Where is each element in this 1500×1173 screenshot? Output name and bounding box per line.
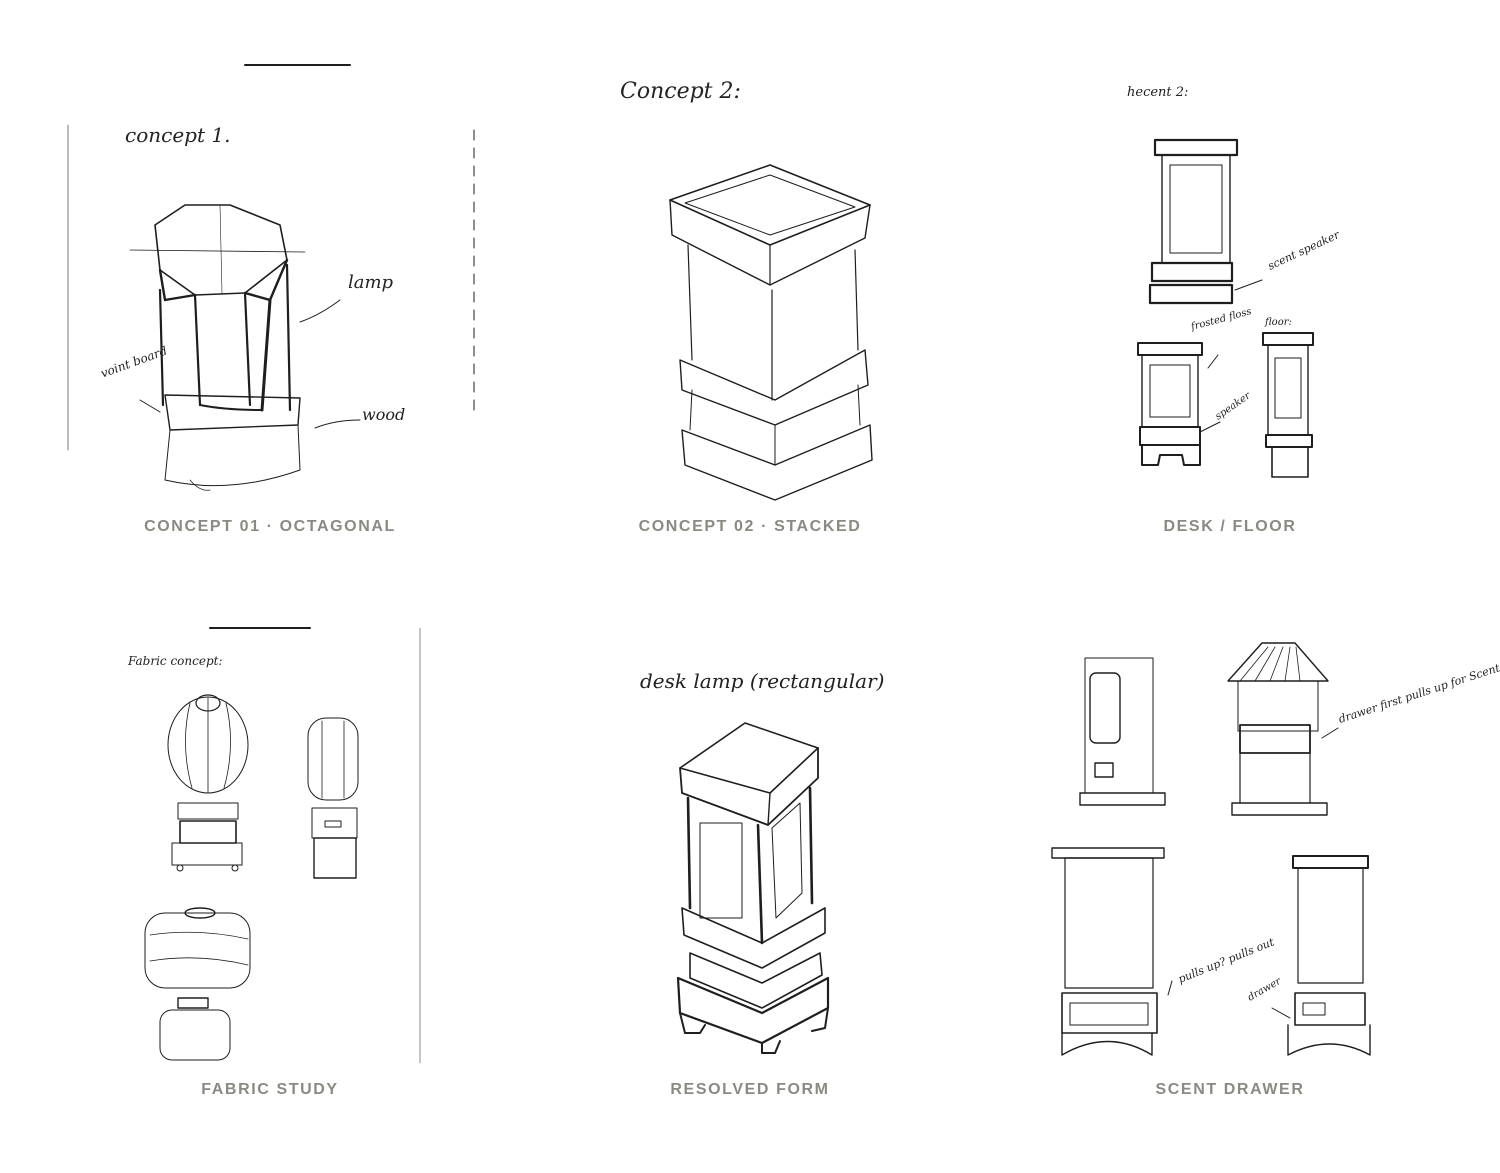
panel-scent-drawer: drawer first pulls up for Scent pulls up… — [1000, 563, 1500, 1123]
panel-concept-01: concept 1. lamp voint board wood CONCEPT… — [0, 0, 500, 560]
note-voint-board: voint board — [99, 343, 170, 380]
panel-resolved-form: desk lamp (rectangular) RESOLVED FORM — [500, 563, 1000, 1123]
sketch-title: Concept 2: — [620, 79, 741, 104]
sketch-title: hecent 2: — [1127, 85, 1188, 100]
panel-caption: SCENT DRAWER — [1155, 1081, 1305, 1098]
sketch-title: desk lamp (rectangular) — [640, 669, 884, 693]
note-speaker: speaker — [1213, 390, 1253, 423]
sketch-resolved-lamp: desk lamp (rectangular) — [640, 669, 884, 1054]
panel-caption: DESK / FLOOR — [1163, 518, 1297, 535]
sketch-octagonal-lamp: concept 1. lamp voint board wood — [67, 64, 475, 491]
sketch-title: concept 1. — [125, 123, 230, 147]
sketch-fabric-lamps: Fabric concept: — [127, 627, 421, 1064]
sketch-title: Fabric concept: — [127, 654, 223, 668]
note-scent-speaker: scent speaker — [1266, 228, 1342, 273]
sketch-stacked-lamp: Concept 2: — [620, 79, 873, 501]
note-drawer: drawer — [1246, 975, 1284, 1003]
note-floor: floor: — [1264, 317, 1292, 328]
sketch-desk-floor-lamps: hecent 2: scent speaker frosted floss sp… — [1127, 85, 1342, 478]
panel-caption: CONCEPT 01 · OCTAGONAL — [144, 518, 396, 535]
panel-fabric-study: Fabric concept: FABRIC STUDY — [0, 563, 500, 1123]
note-frosted-floss: frosted floss — [1189, 306, 1253, 333]
panel-desk-floor: hecent 2: scent speaker frosted floss sp… — [1000, 0, 1500, 560]
note-wood: wood — [362, 405, 405, 424]
panel-concept-02: Concept 2: CONCEPT 02 · STACKED — [500, 0, 1000, 560]
note-lamp: lamp — [348, 272, 394, 293]
panel-caption: CONCEPT 02 · STACKED — [638, 518, 862, 535]
note-pulls-up: pulls up? pulls out — [1176, 935, 1276, 986]
sketch-scent-drawer-lamps: drawer first pulls up for Scent pulls up… — [1051, 642, 1500, 1056]
panel-caption: RESOLVED FORM — [670, 1081, 830, 1098]
note-drawer-first: drawer first pulls up for Scent — [1337, 661, 1500, 726]
panel-caption: FABRIC STUDY — [201, 1081, 339, 1098]
